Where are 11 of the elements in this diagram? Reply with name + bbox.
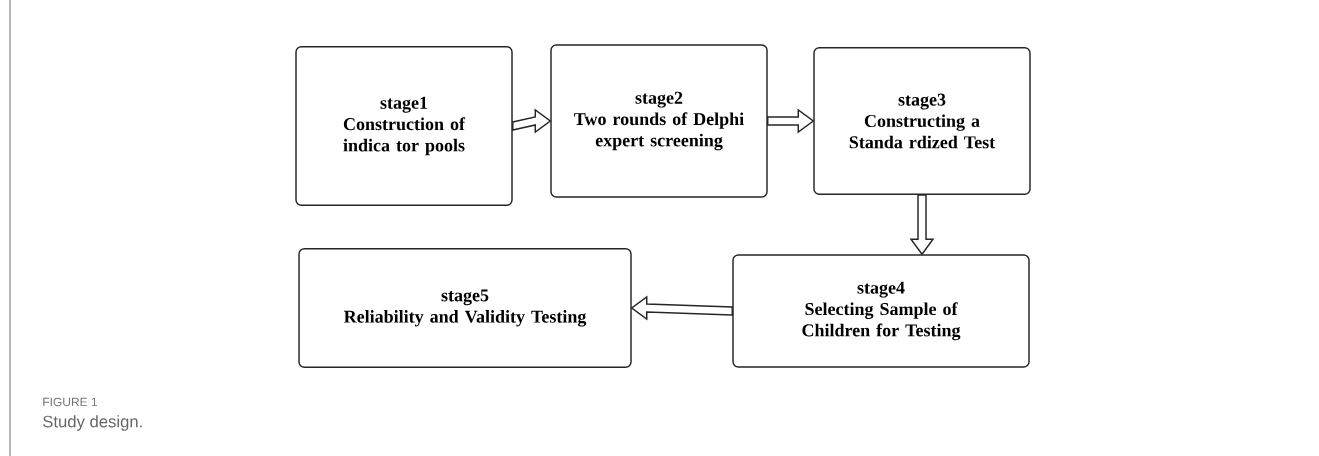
stage-box: stage4 Selecting Sample of Children for Testing [732, 254, 1030, 368]
block-arrow [630, 295, 733, 321]
stage-box: stage5 Reliability and Validity Testing [298, 247, 632, 369]
stage-box: stage1 Construction of indica tor pools [295, 45, 513, 207]
caption: Study design. [43, 415, 142, 431]
stage-box: stage3 Constructing a Standa rdized Test [813, 46, 1031, 196]
figure-number: FIGURE 1 [43, 397, 98, 407]
block-arrow [512, 108, 552, 134]
block-arrow [909, 194, 935, 256]
block-arrow [767, 108, 815, 134]
stage-box: stage2 Two rounds of Delphi expert screening [550, 44, 768, 198]
